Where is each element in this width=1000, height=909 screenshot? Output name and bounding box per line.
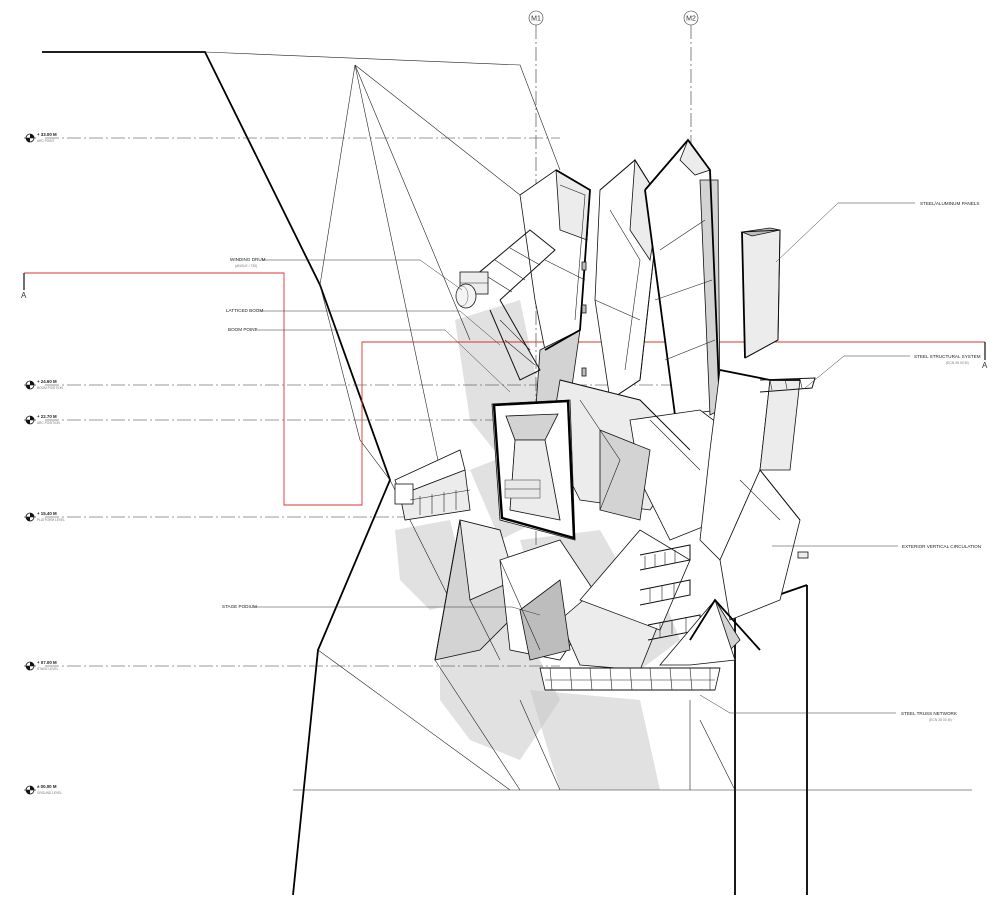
steel-truss-floor — [539, 667, 721, 691]
callout-exterior-vertical-circulation: EXTERIOR VERTICAL CIRCULATION — [772, 544, 981, 549]
level-name: GROUND LEVEL — [37, 791, 62, 795]
central-spires — [519, 138, 741, 541]
annotations-right: STEEL/ALUMINUM PANELS STEEL STRUCTURAL S… — [699, 201, 981, 722]
callout-label: BOOM POINT — [228, 327, 258, 332]
level-marker-stage-level: + 07.00 M STAGE LEVEL — [24, 660, 59, 671]
callout-steel-aluminum-panels: STEEL/ALUMINUM PANELS — [775, 201, 979, 263]
suspended-box — [491, 399, 576, 541]
section-marker-left: A — [21, 291, 27, 300]
level-name: PLATFORM LEVEL — [37, 518, 65, 522]
level-elevation: + 22.70 M — [37, 414, 57, 419]
callout-sublabel: (ANGLE / 730) — [235, 264, 257, 268]
stage-podium — [434, 519, 691, 671]
callout-sublabel: (ECN 35 00 M) — [946, 361, 969, 365]
callout-label: LATTICED BOOM — [226, 308, 263, 313]
callout-latticed-boom: LATTICED BOOM — [226, 308, 501, 346]
left-platform — [394, 449, 471, 521]
level-elevation: + 24.60 M — [37, 379, 57, 384]
annotations-left: WINDING DRUM (ANGLE / 730) LATTICED BOOM… — [222, 257, 541, 616]
level-marker-arc-position: + 22.70 M ARC POSITION — [24, 414, 61, 425]
vertical-circulation — [639, 544, 701, 641]
callout-boom-point: BOOM POINT — [228, 327, 511, 393]
grid-label-m2: M2 — [686, 16, 696, 23]
callout-stage-podium: STAGE PODIUM — [222, 604, 541, 616]
right-wing-structure — [659, 369, 816, 666]
callout-label: EXTERIOR VERTICAL CIRCULATION — [902, 544, 981, 549]
level-elevation: ± 00.00 M — [37, 784, 57, 789]
level-elevation: + 15.40 M — [37, 511, 57, 516]
winding-drum — [455, 283, 477, 309]
callout-label: STAGE PODIUM — [222, 604, 257, 609]
section-marker-right: A — [982, 361, 988, 370]
steel-aluminum-panel — [740, 227, 781, 359]
level-marker-boom-position: + 24.60 M BOOM POSITION — [24, 379, 64, 390]
callout-steel-truss-network: STEEL TRUSS NETWORK (ECN 35 00 M) — [699, 694, 958, 722]
callout-label: STEEL/ALUMINUM PANELS — [920, 201, 979, 206]
callout-sublabel: (ECN 35 00 M) — [929, 718, 952, 722]
callout-steel-structural-system: STEEL STRUCTURAL SYSTEM (ECN 35 00 M) — [804, 354, 981, 389]
level-marker-platform-level: + 15.40 M PLATFORM LEVEL — [24, 511, 65, 522]
level-name: ARC POINT — [37, 139, 54, 143]
level-name: ARC POSITION — [37, 421, 61, 425]
callout-label: STEEL STRUCTURAL SYSTEM — [914, 354, 981, 359]
callout-winding-drum: WINDING DRUM (ANGLE / 730) — [230, 257, 463, 291]
level-markers: + 33.00 M ARC POINT + 24.60 M BOOM POSIT… — [24, 132, 65, 795]
grid-label-m1: M1 — [531, 16, 541, 23]
level-elevation: + 33.00 M — [37, 132, 57, 137]
level-name: BOOM POSITION — [37, 386, 64, 390]
level-name: STAGE LEVEL — [37, 667, 59, 671]
level-marker-arc-point: + 33.00 M ARC POINT — [24, 132, 57, 143]
callout-label: STEEL TRUSS NETWORK — [901, 711, 958, 716]
level-elevation: + 07.00 M — [37, 660, 57, 665]
section-cut-line: A A — [21, 272, 988, 506]
callout-label: WINDING DRUM — [230, 257, 266, 262]
level-marker-ground-level: ± 00.00 M GROUND LEVEL — [24, 784, 62, 795]
